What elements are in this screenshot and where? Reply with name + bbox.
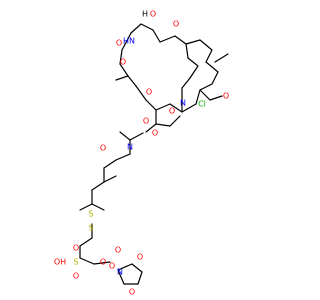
methoxy-right-label: O — [223, 92, 229, 101]
macrocycle-bonds — [115, 23, 229, 133]
sulfo-s-label: S — [73, 258, 78, 267]
amide2-n-label: N — [127, 143, 133, 152]
succinimide-bonds — [117, 263, 143, 285]
succinimide-o2-label: O — [129, 288, 135, 297]
succinimide-o1-label: O — [137, 253, 143, 262]
molecule-structure: H O O HN O O O N Cl O O O O N O S S O O … — [54, 10, 229, 297]
methoxy-top-label: O — [173, 20, 179, 29]
succinimide-n-label: N — [117, 268, 123, 277]
carbamate-o-label: O — [116, 39, 122, 48]
sulfo-o2-label: O — [73, 272, 79, 281]
amide-ring-o-label: O — [169, 107, 175, 116]
molecule-canvas: H O O HN O O O N Cl O O O O N O S S O O … — [54, 10, 229, 297]
sulfo-oh-label: OH — [54, 258, 66, 267]
h-label: H — [142, 10, 148, 19]
ring-o-label: O — [120, 58, 126, 67]
nh-top-label: HN — [123, 37, 135, 46]
ester1-co-label: O — [152, 129, 158, 138]
oh-top-label: O — [150, 10, 156, 19]
epoxide-o-label: O — [146, 88, 152, 97]
cl-label: Cl — [198, 100, 206, 109]
ester2-co-label: O — [115, 246, 121, 255]
n-succ-o-label: O — [109, 262, 115, 271]
atom-labels: H O O HN O O O N Cl O O O O N O S S O O … — [54, 10, 229, 297]
amide2-o-label: O — [100, 144, 106, 153]
ring-n-label: N — [180, 99, 186, 108]
s2-label: S — [88, 224, 93, 233]
s1-label: S — [88, 210, 93, 219]
linker-bonds — [79, 131, 144, 265]
ester2-o-label: O — [100, 258, 106, 267]
sulfo-o1-label: O — [73, 244, 79, 253]
ester1-o-label: O — [143, 117, 149, 126]
